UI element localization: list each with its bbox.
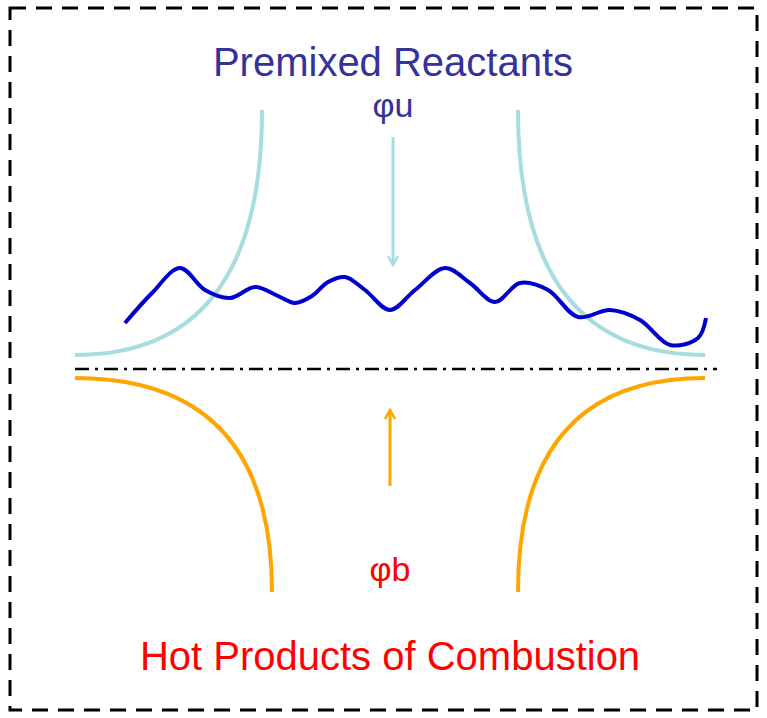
flame-front bbox=[125, 268, 706, 346]
nozzle-streamline bbox=[75, 110, 262, 355]
reactant-flow-arrow bbox=[392, 137, 395, 265]
equivalence-ratio-label: φu bbox=[373, 87, 414, 124]
product-streamline bbox=[518, 378, 705, 592]
equivalence-ratio-label: φb bbox=[370, 551, 411, 588]
stream-label: Hot Products of Combustion bbox=[140, 634, 640, 678]
stagnation-plane bbox=[75, 368, 717, 371]
nozzle-streamline bbox=[518, 110, 705, 355]
product-streamline bbox=[75, 378, 272, 592]
stream-label: Premixed Reactants bbox=[213, 40, 573, 84]
dashed-frame bbox=[10, 8, 757, 710]
product-flow-arrow bbox=[389, 410, 392, 486]
